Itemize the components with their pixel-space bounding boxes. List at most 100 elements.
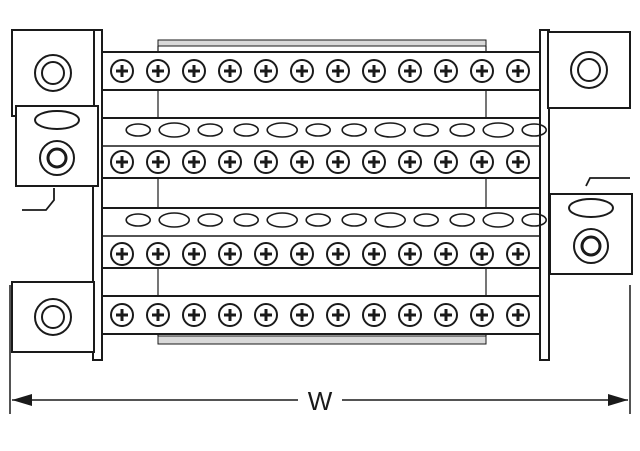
screw-icon — [182, 59, 206, 83]
screw-icon — [290, 242, 314, 266]
screw-icon — [254, 303, 278, 327]
terminal-rows — [101, 51, 548, 335]
terminal-row-3 — [101, 207, 548, 269]
screw-icon — [506, 242, 530, 266]
wire-hole — [158, 212, 190, 228]
wire-hole — [305, 123, 332, 137]
screw-icon — [398, 150, 422, 174]
lug-mid-right — [549, 193, 633, 275]
screw-icon — [506, 59, 530, 83]
screw-icon — [182, 150, 206, 174]
wire-hole — [197, 213, 223, 227]
screw-icon — [254, 59, 278, 83]
wire-hole — [233, 123, 259, 137]
screw-icon — [362, 150, 386, 174]
dimension-label: W — [308, 386, 333, 416]
wire-hole — [197, 123, 223, 137]
mounting-lugs — [11, 29, 633, 353]
width-dimension: W — [9, 285, 631, 416]
screw-icon — [362, 59, 386, 83]
wire-hole — [521, 123, 548, 137]
screw-icon — [110, 242, 134, 266]
screw-icon — [506, 303, 530, 327]
block-frame — [22, 29, 630, 361]
screw-icon — [470, 242, 494, 266]
screw-icon — [110, 59, 134, 83]
terminal-row-2 — [101, 117, 548, 179]
ring-inner — [41, 305, 65, 329]
wire-hole — [449, 123, 476, 137]
screw-icon — [434, 59, 458, 83]
screw-icon — [254, 242, 278, 266]
wire-hole — [125, 213, 151, 227]
screw-icon — [434, 242, 458, 266]
wire-hole — [413, 123, 440, 137]
screw-icon — [326, 242, 350, 266]
wire-hole — [482, 212, 515, 228]
dimension-arrow-right — [608, 394, 628, 406]
terminal-bar-4 — [101, 295, 541, 335]
ring-inner — [577, 58, 601, 82]
wire-hole — [125, 123, 151, 137]
wire-hole — [482, 122, 515, 138]
lug-top-right — [547, 31, 631, 109]
rail-top — [157, 39, 487, 47]
screw-icon — [470, 150, 494, 174]
screw-icon — [182, 242, 206, 266]
lug-top-left — [11, 29, 95, 117]
wire-hole — [341, 123, 368, 137]
screw-icon — [182, 303, 206, 327]
screw-icon — [434, 303, 458, 327]
wire-hole — [233, 213, 259, 227]
screw-icon — [146, 59, 170, 83]
lug-slot — [568, 198, 614, 218]
screw-icon — [326, 303, 350, 327]
terminal-bar-2 — [101, 117, 541, 179]
screw-icon — [218, 303, 242, 327]
terminal-bar-3 — [101, 207, 541, 269]
screw-icon — [146, 303, 170, 327]
wire-hole — [266, 122, 299, 138]
terminal-row-1 — [101, 51, 541, 91]
wire-hole — [521, 213, 548, 227]
screw-icon — [254, 150, 278, 174]
screw-icon — [326, 150, 350, 174]
screw-icon — [470, 303, 494, 327]
wire-hole — [305, 213, 332, 227]
side-plate-left — [92, 29, 103, 361]
hex-nut-inner — [580, 235, 602, 257]
screw-icon — [110, 150, 134, 174]
wire-hole — [341, 213, 368, 227]
dimension-arrow-left — [12, 394, 32, 406]
screw-icon — [362, 242, 386, 266]
screw-icon — [398, 303, 422, 327]
wire-hole — [449, 213, 476, 227]
wire-hole — [158, 122, 190, 138]
screw-icon — [218, 59, 242, 83]
screw-icon — [290, 303, 314, 327]
lug-slot — [34, 110, 80, 130]
rail-bottom — [157, 335, 487, 345]
wire-hole — [413, 213, 440, 227]
screw-icon — [326, 59, 350, 83]
screw-icon — [218, 242, 242, 266]
screw-icon — [146, 242, 170, 266]
screw-icon — [398, 242, 422, 266]
terminal-row-4 — [101, 295, 541, 335]
hex-nut-inner — [46, 147, 68, 169]
lug-bottom-left — [11, 281, 95, 353]
terminal-bar-1 — [101, 51, 541, 91]
screw-icon — [110, 303, 134, 327]
screw-icon — [470, 59, 494, 83]
wire-hole — [374, 122, 407, 138]
tab-right — [585, 177, 630, 187]
screw-icon — [434, 150, 458, 174]
screw-icon — [146, 150, 170, 174]
screw-icon — [290, 150, 314, 174]
ring-inner — [41, 61, 65, 85]
wire-hole — [266, 212, 299, 228]
wire-hole — [374, 212, 407, 228]
screw-icon — [218, 150, 242, 174]
